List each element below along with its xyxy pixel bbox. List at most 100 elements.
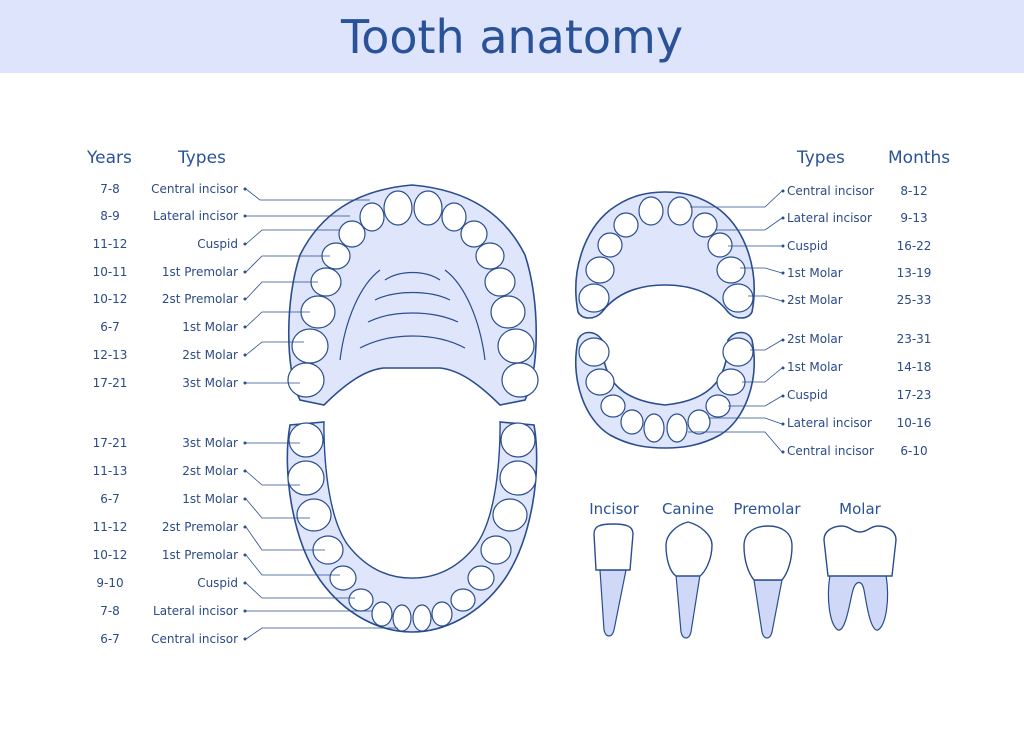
- perm-lower-type: 2st Premolar: [161, 520, 238, 534]
- perm-lower-age: 17-21: [92, 436, 128, 450]
- types-header-permanent: Types: [178, 148, 226, 168]
- prim-upper-months: 25-33: [896, 293, 932, 307]
- lower-inner-arch: [323, 421, 501, 579]
- tooth: [585, 368, 615, 396]
- tooth: [413, 190, 443, 226]
- perm-lower-age: 6-7: [100, 492, 120, 506]
- title-banner: [0, 0, 1024, 73]
- tooth: [450, 588, 476, 612]
- prim-upper-type: 2st Molar: [787, 293, 843, 307]
- perm-upper-type: Central incisor: [151, 182, 238, 196]
- tooth: [692, 212, 718, 238]
- prim-upper-months: 16-22: [896, 239, 932, 253]
- prim-lower-months: 6-10: [900, 444, 928, 458]
- prim-upper-type: Lateral incisor: [787, 211, 872, 225]
- tooth: [484, 267, 516, 297]
- tooth: [620, 409, 644, 435]
- tooth: [578, 283, 610, 313]
- page-title: Tooth anatomy: [340, 10, 684, 64]
- tooth: [288, 422, 324, 458]
- perm-lower-type: Cuspid: [197, 576, 238, 590]
- tooth: [597, 232, 623, 258]
- tooth: [716, 368, 746, 396]
- prim-lower-months: 10-16: [896, 416, 932, 430]
- perm-lower-age: 11-13: [92, 464, 128, 478]
- perm-lower-age: 7-8: [100, 604, 120, 618]
- canine-root: [675, 574, 701, 639]
- perm-lower-type: 2st Molar: [182, 464, 238, 478]
- premolar-crown: [743, 525, 793, 581]
- palate-ridge: [374, 291, 451, 301]
- perm-upper-age: 10-11: [92, 265, 128, 279]
- tooth: [707, 232, 733, 258]
- tooth: [667, 196, 693, 226]
- tooth: [329, 565, 357, 591]
- perm-lower-type: 1st Molar: [182, 492, 238, 506]
- tooth: [585, 256, 615, 284]
- tooth: [490, 295, 526, 329]
- perm-lower-age: 11-12: [92, 520, 128, 534]
- prim-lower-type: Central incisor: [787, 444, 874, 458]
- perm-lower-age: 6-7: [100, 632, 120, 646]
- prim-lower-type: 2st Molar: [787, 332, 843, 346]
- tooth: [460, 220, 488, 248]
- tooth: [497, 328, 535, 364]
- tooth: [722, 337, 754, 367]
- tooth: [687, 409, 711, 435]
- tooth: [600, 394, 626, 418]
- incisor-root: [599, 569, 627, 637]
- prim-lower-months: 17-23: [896, 388, 932, 402]
- perm-lower-age: 10-12: [92, 548, 128, 562]
- tooth: [638, 196, 664, 226]
- tooth: [348, 588, 374, 612]
- canine-crown: [665, 521, 713, 577]
- types-header-primary: Types: [797, 148, 845, 168]
- prim-upper-months: 9-13: [900, 211, 928, 225]
- tooth: [291, 328, 329, 364]
- tooth: [613, 212, 639, 238]
- tooth: [499, 460, 537, 496]
- perm-upper-age: 17-21: [92, 376, 128, 390]
- leader-lines-permanent: [245, 188, 398, 640]
- prim-lower-type: 1st Molar: [787, 360, 843, 374]
- perm-upper-age: 8-9: [100, 209, 120, 223]
- perm-upper-type: Cuspid: [197, 237, 238, 251]
- tooth: [431, 601, 453, 627]
- perm-upper-type: 2st Molar: [182, 348, 238, 362]
- tooth-type-label: Canine: [661, 500, 715, 518]
- tooth-type-label: Molar: [839, 500, 881, 518]
- prim-upper-type: Central incisor: [787, 184, 874, 198]
- tooth: [467, 565, 495, 591]
- tooth: [359, 202, 385, 232]
- tooth: [287, 362, 325, 398]
- perm-upper-age: 7-8: [100, 182, 120, 196]
- years-header: Years: [87, 148, 132, 168]
- tooth: [500, 422, 536, 458]
- tooth: [501, 362, 539, 398]
- perm-upper-type: 2st Premolar: [161, 292, 238, 306]
- perm-lower-age: 9-10: [96, 576, 124, 590]
- perm-upper-type: Lateral incisor: [153, 209, 238, 223]
- palate-ridge: [367, 312, 459, 323]
- palate-ridge: [339, 269, 381, 361]
- tooth: [705, 394, 731, 418]
- tooth: [383, 190, 413, 226]
- perm-upper-age: 6-7: [100, 320, 120, 334]
- prim-upper-type: 1st Molar: [787, 266, 843, 280]
- perm-lower-type: 3st Molar: [182, 436, 238, 450]
- months-header: Months: [888, 148, 951, 168]
- tooth: [371, 601, 393, 627]
- tooth: [392, 604, 412, 632]
- tooth: [578, 337, 610, 367]
- palate-ridge: [384, 271, 441, 281]
- incisor-crown: [593, 523, 634, 571]
- perm-upper-age: 12-13: [92, 348, 128, 362]
- molar-root: [827, 574, 889, 631]
- prim-lower-type: Cuspid: [787, 388, 828, 402]
- perm-lower-type: Lateral incisor: [153, 604, 238, 618]
- tooth: [666, 413, 688, 443]
- prim-upper-months: 8-12: [900, 184, 928, 198]
- prim-lower-type: Lateral incisor: [787, 416, 872, 430]
- leader-lines-primary: [688, 190, 783, 453]
